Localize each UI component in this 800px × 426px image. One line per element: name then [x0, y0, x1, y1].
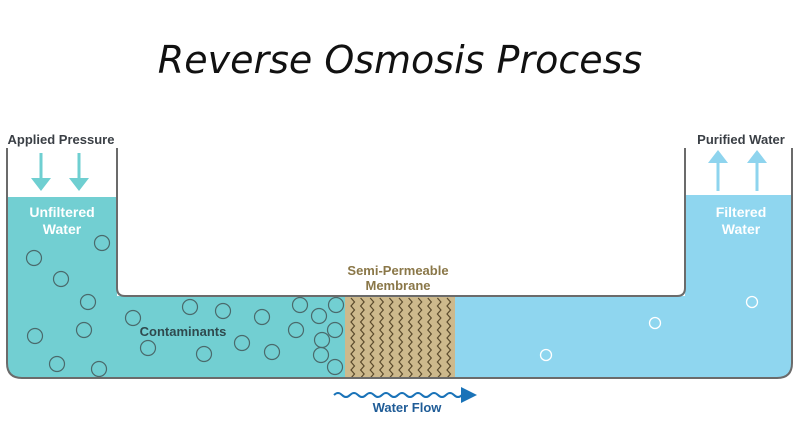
membrane-wave-line — [350, 297, 356, 379]
membrane-wave-line — [436, 297, 442, 379]
membrane-wave-line — [369, 297, 375, 379]
contaminant-circle — [327, 296, 345, 314]
contaminant-circle — [52, 270, 70, 288]
contaminant-circle — [313, 331, 331, 349]
contaminants-label: Contaminants — [140, 324, 227, 339]
membrane-wave-line — [427, 297, 433, 379]
contaminant-circle — [25, 249, 43, 267]
membrane-wave-line — [407, 297, 413, 379]
contaminant-circle — [75, 321, 93, 339]
contaminant-circle — [233, 334, 251, 352]
arrow-down-icon — [69, 153, 89, 191]
contaminant-circle — [253, 308, 271, 326]
contaminants — [25, 234, 345, 378]
contaminant-circle — [26, 327, 44, 345]
contaminant-circle — [326, 321, 344, 339]
unfiltered-water-label-line2: Water — [43, 221, 82, 237]
contaminant-circle — [124, 309, 142, 327]
filtered-water-region — [455, 195, 792, 378]
contaminant-circle — [263, 343, 281, 361]
membrane-label-line1: Semi-Permeable — [347, 263, 448, 278]
contaminant-circle — [310, 307, 328, 325]
tank-outline — [6, 148, 793, 379]
contaminant-circle — [139, 339, 157, 357]
applied-pressure-label: Applied Pressure — [8, 132, 115, 147]
arrow-down-icon — [31, 153, 51, 191]
contaminant-circle — [90, 360, 108, 378]
clean-water-bubble — [539, 348, 553, 362]
water-flow-label: Water Flow — [373, 400, 443, 415]
purified-water-label: Purified Water — [697, 132, 785, 147]
membrane-wave-line — [398, 297, 404, 379]
membrane-wave-line — [379, 297, 385, 379]
arrow-up-icon — [747, 150, 767, 191]
membrane-pattern — [350, 297, 452, 379]
contaminant-circle — [79, 293, 97, 311]
membrane-wave-line — [417, 297, 423, 379]
clean-water-bubble — [745, 295, 759, 309]
unfiltered-water-label-line1: Unfiltered — [29, 204, 94, 220]
contaminant-circle — [287, 321, 305, 339]
contaminant-circle — [181, 298, 199, 316]
diagram-title: Reverse Osmosis Process — [158, 38, 642, 82]
contaminant-circle — [48, 355, 66, 373]
filtered-water-label-line2: Water — [722, 221, 761, 237]
membrane-label-line2: Membrane — [365, 278, 430, 293]
membrane-wave-line — [359, 297, 365, 379]
filtered-water-label-line1: Filtered — [716, 204, 767, 220]
membrane-wave-line — [388, 297, 394, 379]
contaminant-circle — [291, 296, 309, 314]
clean-water-bubble — [648, 316, 662, 330]
contaminant-circle — [326, 358, 344, 376]
contaminant-circle — [93, 234, 111, 252]
arrow-up-icon — [708, 150, 728, 191]
contaminant-circle — [195, 345, 213, 363]
filtered-bubbles — [539, 295, 759, 362]
wavy-arrow-right-icon — [333, 387, 477, 403]
membrane-wave-line — [446, 297, 452, 379]
contaminant-circle — [214, 302, 232, 320]
